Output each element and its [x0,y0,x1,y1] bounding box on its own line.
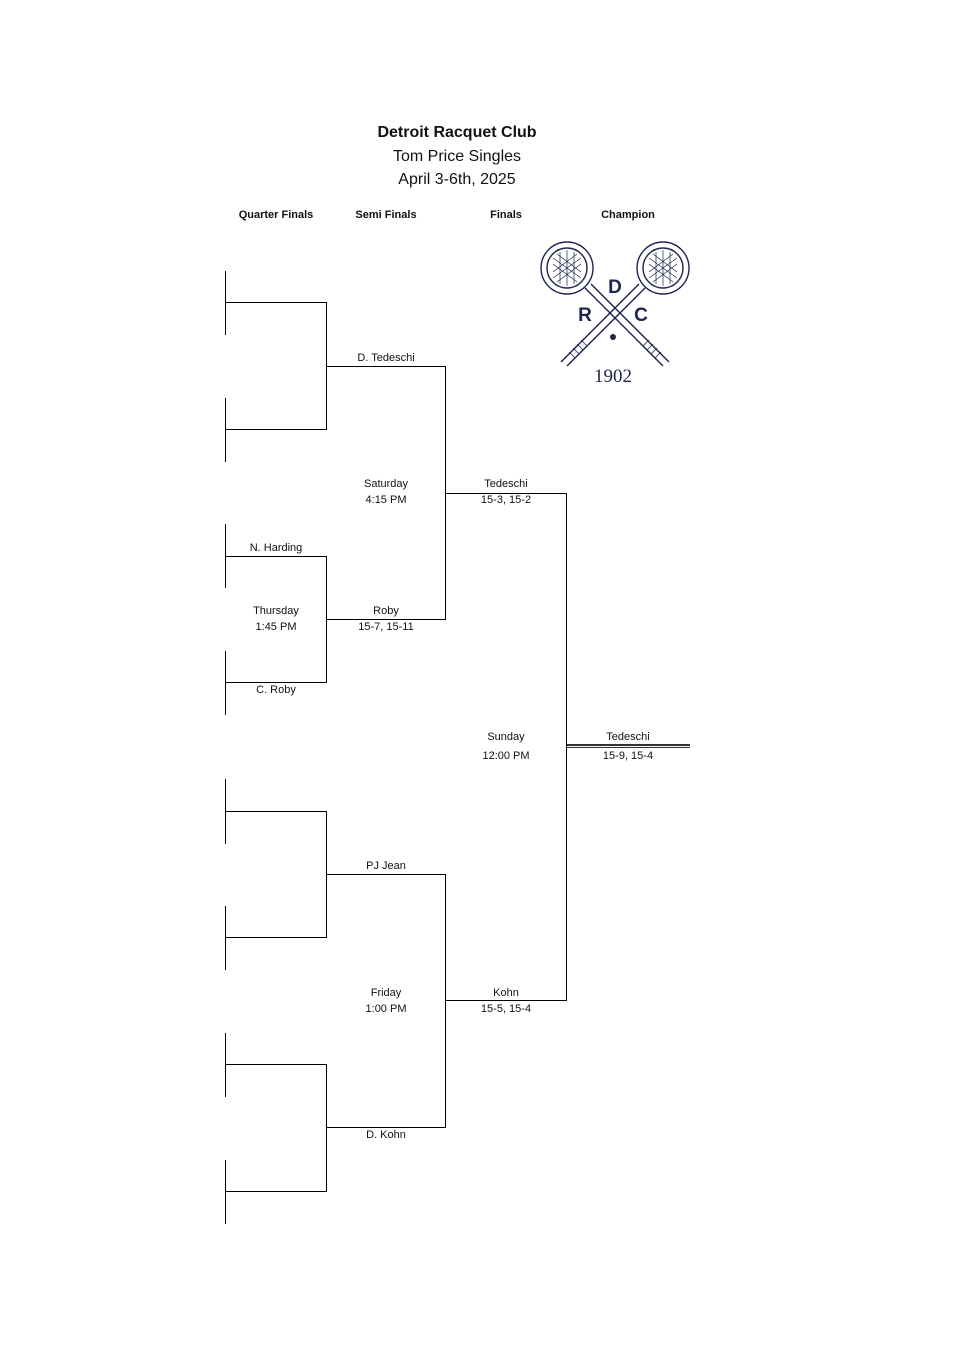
final-top-winner: Tedeschi [484,478,528,490]
sf-connector [445,874,446,1128]
qf-line [225,1033,226,1097]
club-title: Detroit Racquet Club [377,124,537,141]
qf-line [225,398,226,462]
champion-score: 15-9, 15-4 [602,750,654,762]
qf-line [225,651,226,715]
logo-letter-c: C [634,305,648,326]
final-line [445,493,567,494]
qf-line [225,1160,226,1224]
champion-line [567,744,690,748]
sf-winner-roby: Roby [373,605,399,617]
sf-line [326,366,445,367]
event-dates: April 3-6th, 2025 [398,171,516,188]
qf-line [225,302,326,303]
qf-line [225,937,326,938]
sf-line [326,1127,445,1128]
final-day: Sunday [487,731,525,743]
qf-player-roby: C. Roby [256,684,296,696]
sf-player-tedeschi: D. Tedeschi [357,352,415,364]
final-bottom-winner: Kohn [493,987,519,999]
qf-line [225,682,326,683]
qf-line [225,1064,326,1065]
header-finals: Finals [490,209,522,221]
champion-name: Tedeschi [606,731,650,743]
header-semi-finals: Semi Finals [355,209,417,221]
club-logo: D R C 1902 [540,241,690,387]
logo-letter-r: R [578,305,592,326]
sf-line [326,619,445,620]
qf-connector [326,1064,327,1192]
sf-line [326,874,445,875]
logo-letter-d: D [608,277,622,298]
qf-player-harding: N. Harding [249,542,303,554]
qf-line [225,1191,326,1192]
final-connector [566,493,567,1001]
header-champion: Champion [601,209,655,221]
logo-year: 1902 [594,366,632,387]
sf-player-jean: PJ Jean [366,860,406,872]
final-bottom-score: 15-5, 15-4 [480,1003,532,1015]
event-title: Tom Price Singles [392,148,522,165]
sf-roby-score: 15-7, 15-11 [358,621,414,633]
qf-line [225,429,326,430]
sf-bottom-day: Friday [370,987,402,999]
sf-top-day: Saturday [363,478,409,490]
header-quarter-finals: Quarter Finals [238,209,314,221]
sf-top-time: 4:15 PM [365,494,407,506]
sf-bottom-time: 1:00 PM [365,1003,407,1015]
sf-player-kohn: D. Kohn [366,1129,406,1141]
final-top-score: 15-3, 15-2 [480,494,532,506]
final-line [445,1000,567,1001]
qf-line [225,556,326,557]
qf-match-time: 1:45 PM [255,621,297,633]
final-time: 12:00 PM [482,750,530,762]
qf-line [225,906,226,970]
qf-line [225,811,326,812]
qf-line [225,271,226,335]
qf-match-day: Thursday [253,605,299,617]
